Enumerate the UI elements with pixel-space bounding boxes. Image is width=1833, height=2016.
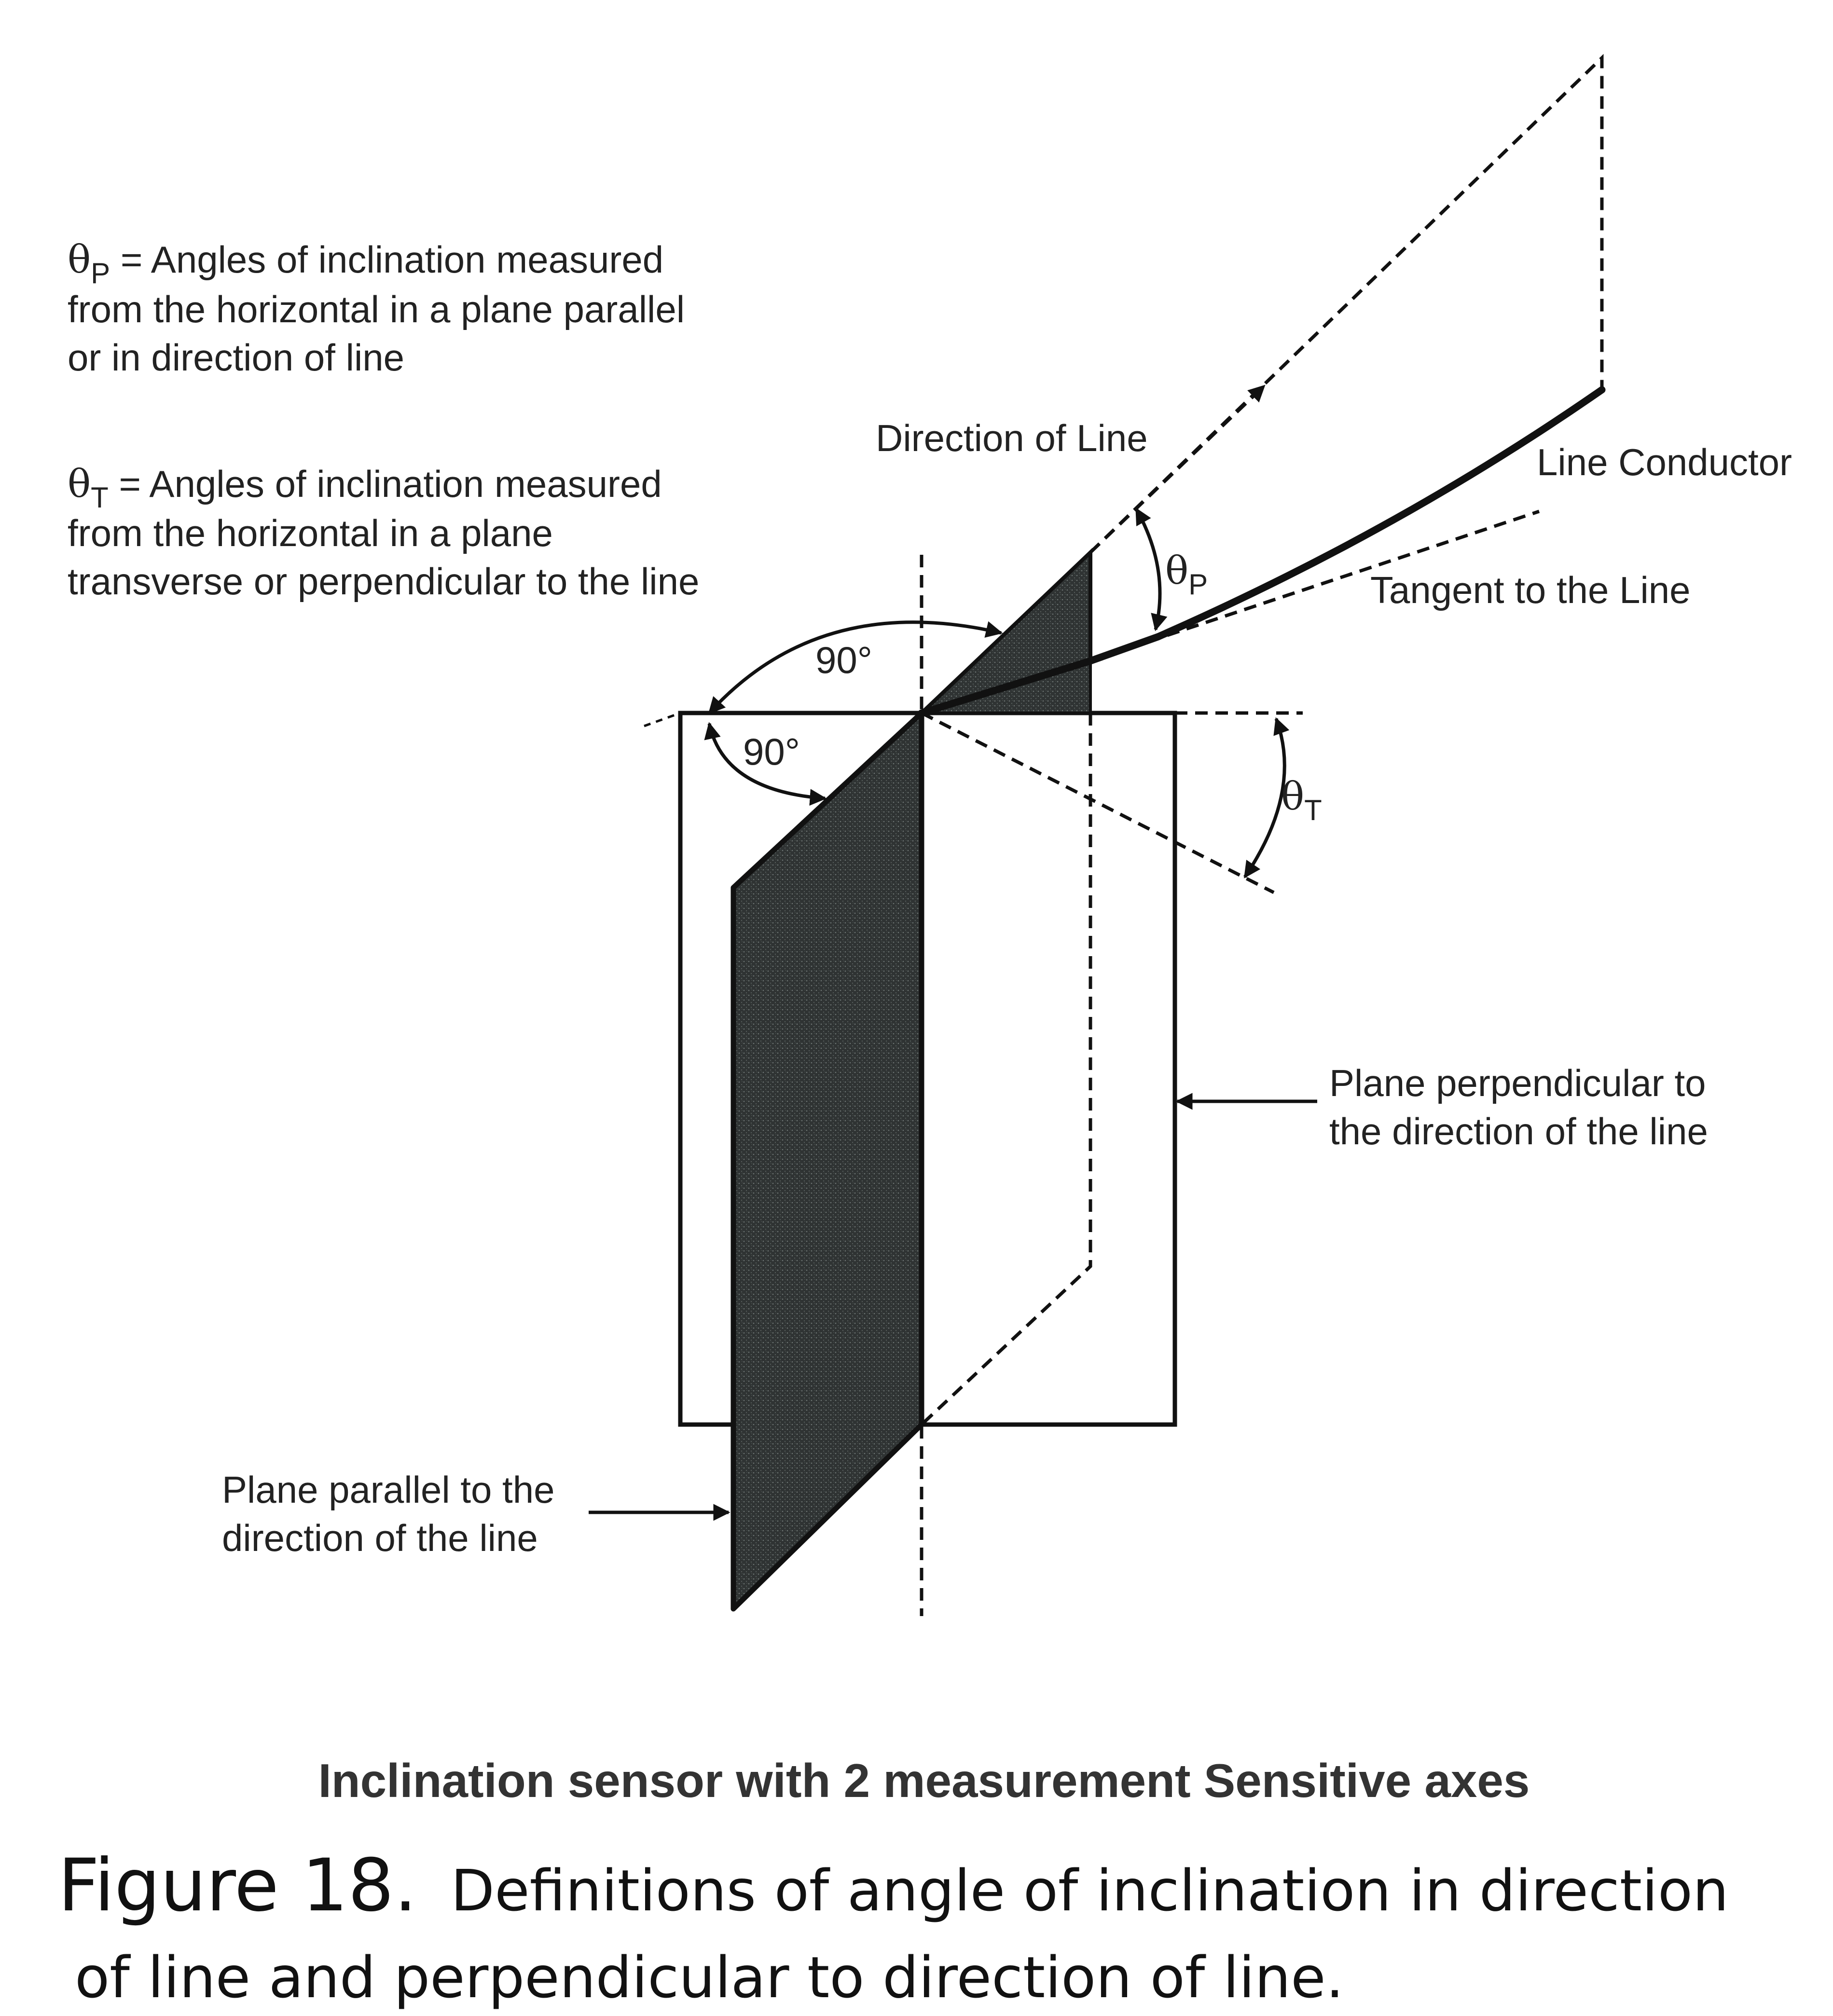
direction-of-line-label: Direction of Line [876, 417, 1148, 459]
theta-t-legend-symbol: θ [68, 461, 91, 506]
angle-label-90-upper: 90° [815, 639, 872, 681]
transverse-line [921, 711, 1275, 894]
direction-plane-outline [1089, 54, 1604, 554]
theta-t-label-symbol: θ [1281, 774, 1304, 819]
theta-t-legend-sub: T [91, 481, 109, 514]
line-conductor-label: Line Conductor [1537, 441, 1792, 483]
theta-p-legend-symbol: θ [68, 237, 91, 282]
plane-parallel-label-2: direction of the line [222, 1517, 538, 1559]
figure-caption-line-1: Figure 18. Definitions of angle of inclin… [58, 1844, 1729, 1928]
plane-perpendicular-label-2: the direction of the line [1329, 1110, 1708, 1152]
theta-t-label: θT [1281, 774, 1322, 826]
theta-p-label-symbol: θ [1165, 548, 1188, 593]
theta-p-label: θP [1165, 548, 1208, 601]
angle-arc-theta-p [1134, 507, 1168, 631]
angle-arc-90-lower [704, 722, 827, 806]
legend-theta-t: θT = Angles of inclination measured from… [68, 461, 699, 603]
theta-p-label-sub: P [1188, 568, 1208, 601]
figure-title-line-1: Definitions of angle of inclination in d… [451, 1857, 1729, 1924]
tangent-to-line-label: Tangent to the Line [1370, 569, 1691, 611]
figure-number: Figure 18. [58, 1844, 417, 1928]
theta-t-legend-line-2: from the horizontal in a plane [68, 512, 553, 554]
plane-perpendicular-label-1: Plane perpendicular to [1329, 1062, 1706, 1104]
tangent-line [1089, 509, 1540, 663]
theta-t-label-sub: T [1304, 794, 1322, 826]
theta-p-legend-sub: P [91, 257, 110, 289]
theta-p-legend-line-3: or in direction of line [68, 336, 404, 379]
diagram-caption: Inclination sensor with 2 measurement Se… [318, 1754, 1530, 1807]
direction-of-line-arrow [1089, 384, 1266, 554]
plane-parallel-label-1: Plane parallel to the [222, 1468, 554, 1511]
line-conductor [918, 386, 1606, 717]
theta-p-legend-line-2: from the horizontal in a plane parallel [68, 288, 685, 330]
angle-arc-90-upper [708, 620, 1003, 714]
angle-arc-theta-t [1243, 717, 1290, 878]
legend-theta-p: θP = Angles of inclination measured from… [68, 237, 685, 379]
theta-t-legend-line-3: transverse or perpendicular to the line [68, 560, 699, 603]
angle-label-90-lower: 90° [743, 730, 800, 773]
svg-text:θT = Angles of inclination mea: θT = Angles of inclination measured [68, 461, 662, 514]
theta-t-legend-line-1: = Angles of inclination measured [109, 463, 662, 505]
svg-text:θP = Angles of inclination mea: θP = Angles of inclination measured [68, 237, 663, 289]
parallel-plane-back-outline [920, 713, 1092, 1426]
theta-p-legend-line-1: = Angles of inclination measured [110, 238, 663, 281]
horizontal-reference-left [644, 712, 681, 727]
figure-caption-line-2: of line and perpendicular to direction o… [75, 1944, 1344, 2011]
